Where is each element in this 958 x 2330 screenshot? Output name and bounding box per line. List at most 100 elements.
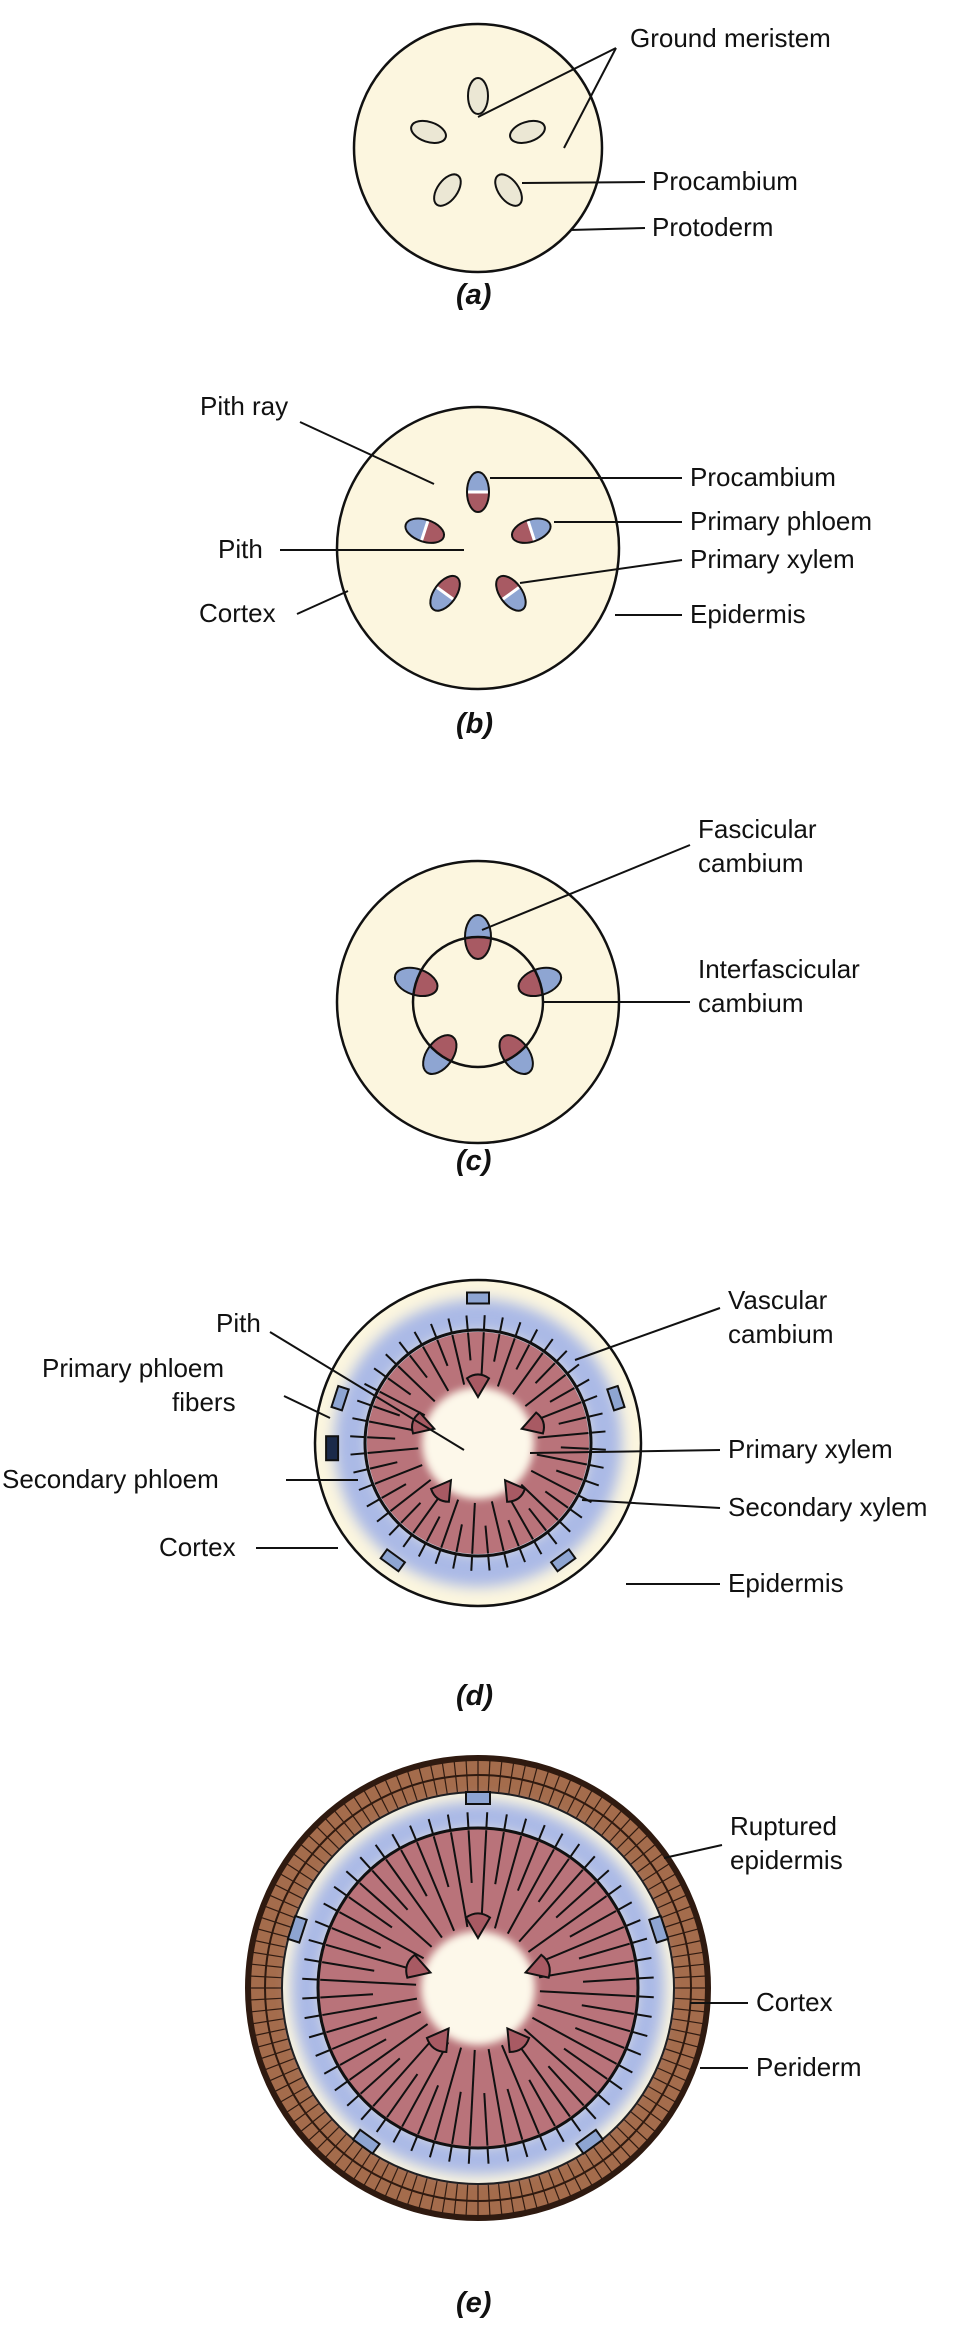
vascular-ray [536,1453,588,1466]
periderm-cell-wall [268,1894,299,1909]
label-cortex: Cortex [756,1987,833,2017]
procambium-strand [494,173,523,207]
phloem-ray-tick [302,1996,319,2000]
primary-xylem-strand [465,1373,491,1399]
vascular-ray [484,1525,490,1554]
periderm-cell-wall [508,2182,515,2215]
vascular-ray [339,2038,387,2066]
periderm-cell-wall [279,2085,308,2104]
vascular-ray [555,1469,584,1481]
vascular-ray [466,1332,472,1361]
periderm-cell-wall [575,1789,594,1818]
label-epidermis: Epidermis [728,1568,844,1598]
periderm-cell-wall [487,1759,491,1792]
periderm-cell-wall [623,1834,649,1857]
phloem-ray-tick [520,1818,528,1835]
primary-xylem-strand [425,2026,450,2054]
phloem-ray-tick [617,1901,633,1911]
phloem-ray-tick [588,1463,604,1469]
phloem-ray-tick [538,2135,547,2151]
vascular-ray [569,1910,617,1938]
phloem-fiber [606,1384,626,1412]
vascular-ray [387,1377,412,1396]
periderm-cell-wall [668,2038,700,2048]
vascular-rays-d [350,1315,606,1571]
vascular-ray [537,2003,631,2033]
periderm-cell-wall [453,1760,459,1793]
vascular-ray [507,1519,520,1547]
panel-a: Ground meristem Procambium Protoderm (a) [352,22,831,311]
vascular-ray [501,2044,540,2135]
periderm-cell-wall [665,2048,696,2060]
periderm-cell-wall [508,1761,515,1794]
periderm-cell-wall [538,1770,550,1801]
phloem-ray-tick [597,2093,611,2106]
periderm-cell-wall [653,2076,683,2093]
periderm-cell-wall [299,2111,326,2133]
periderm-cell-wall [538,2175,550,2206]
periderm-cell-wall [668,1928,700,1938]
vascular-ray [537,1431,589,1439]
phloem-ray-tick [590,1447,606,1451]
vascular-ray [338,1911,425,1960]
primary-phloem [465,915,491,937]
phloem-ray-tick [570,2117,582,2132]
primary-xylem-strand [464,1912,492,1940]
periderm-cell-wall [566,2163,583,2193]
vascular-ray [515,1344,531,1370]
periderm-cell-wall [648,2085,677,2104]
label-secondary-xylem: Secondary xylem [728,1492,927,1522]
vascular-ray [416,1841,455,1932]
primary-phloem [430,586,454,611]
periderm-cell-wall [518,2180,527,2213]
phloem-ray-tick [587,1412,603,1418]
vascular-ray [401,2041,450,2128]
vascular-ray [538,1959,634,1979]
procambium-strand [433,173,462,207]
periderm-cell-wall [497,2183,503,2216]
periderm-cell-wall [670,1939,703,1948]
vascular-ray [494,1831,505,1885]
periderm-cell-wall [307,1834,333,1857]
vascular-ray [578,1942,630,1960]
primary-phloem [423,1046,451,1074]
bundle-outline [498,1034,534,1075]
vascular-ray [400,1849,428,1897]
bundle-outline [517,966,563,998]
vascular-ray [451,2091,462,2145]
phloem-ray-tick [388,1523,401,1536]
periderm-cell-wall [601,2140,623,2167]
phloem-ray-tick [392,2127,403,2143]
vascular-ray [436,1339,449,1367]
vascular-ray [534,1362,556,1384]
vascular-cambium-ring-e [316,1826,640,2150]
primary-xylem-strand [506,2026,531,2054]
periderm-cell-wall [642,1862,671,1882]
periderm-cell-wall [672,1951,705,1958]
phloem-ray-tick [625,1919,641,1928]
primary-phloem-fibers-e [286,1791,670,2156]
phloem-ray-tick [575,1378,590,1388]
vascular-ray [558,1416,587,1425]
phloem-ray-tick [352,1417,368,1423]
periderm-cell-wall [441,1761,448,1794]
primary-xylem-strand [405,1953,433,1979]
vascular-ray [348,2023,429,2081]
vascular-ray [348,1896,393,1929]
vascular-ray [331,1927,382,1950]
phloem-ray-tick [631,2030,648,2038]
periderm-cell-wall [324,1817,347,1843]
phloem-fiber [466,1291,490,1305]
vascular-ray [493,1333,501,1362]
periderm-cell-wall [250,1963,283,1969]
phloem-ray-tick [302,1977,319,1981]
vascular-ray [547,2065,585,2107]
phloem-ray-tick [637,1995,654,1999]
periderm-cell-wall [518,1763,527,1796]
vascular-bundle [422,1034,458,1075]
periderm-cell-wall [637,1852,664,1873]
phloem-ray-tick [566,1363,580,1375]
